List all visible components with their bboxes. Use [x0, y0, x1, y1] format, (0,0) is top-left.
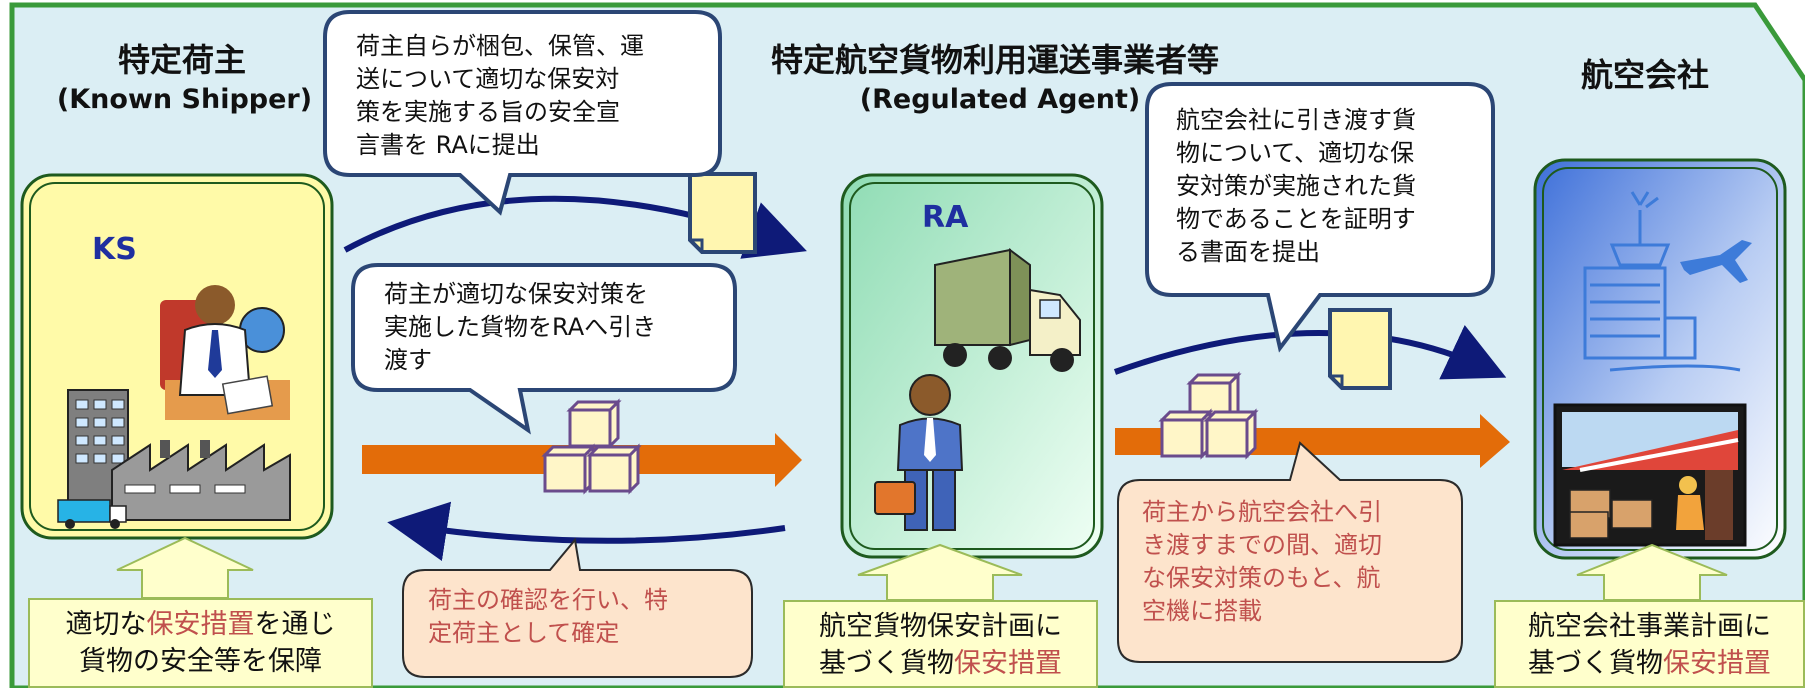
- airplane-loading-illustration: [1553, 403, 1747, 547]
- bubble-line: 荷主が適切な保安対策を: [384, 280, 648, 308]
- bubble-line: 策を実施する旨の安全宣: [356, 98, 620, 126]
- note-line: な保安対策のもと、航: [1142, 564, 1381, 592]
- bubble-line: る書面を提出: [1176, 238, 1320, 266]
- ks-bottom-part2: を通じ: [254, 609, 336, 640]
- note-line: 荷主から航空会社へ引: [1142, 498, 1382, 526]
- ks-bottom-highlight: 保安措置: [146, 609, 255, 640]
- airline-bottom-line1: 航空会社事業計画に: [1528, 611, 1771, 642]
- ks-bottom-part1: 適切な: [65, 609, 147, 640]
- bubble-line: 実施した貨物をRAへ引き: [384, 313, 657, 341]
- airline-bottom-highlight: 保安措置: [1663, 648, 1771, 679]
- ks-box-label: KS: [92, 232, 137, 267]
- bubble-line: 送について適切な保安対: [356, 65, 620, 93]
- shipper-person-illustration: [160, 285, 290, 420]
- bubble-declaration-shape: [323, 10, 722, 216]
- ra-person-illustration: [874, 374, 964, 531]
- note-line: 定荷主として確定: [428, 619, 620, 647]
- plane-icon: [1680, 240, 1752, 283]
- ra-bottom-line1: 航空貨物保安計画に: [819, 611, 1062, 642]
- airport-illustration: [1583, 191, 1741, 372]
- bubble-line: 荷主自らが梱包、保管、運: [356, 32, 644, 60]
- bubble-certificate-text: 航空会社に引き渡す貨 物について、適切な保 安対策が実施された貨 物であることを…: [1176, 104, 1416, 269]
- note-line: き渡すまでの間、適切: [1142, 531, 1382, 559]
- arrow-ra-to-ks: [387, 501, 786, 562]
- ra-bottom-line2: 基づく貨物保安措置: [785, 645, 1096, 682]
- ra-subtitle: (Regulated Agent): [859, 84, 1141, 115]
- note-line: 荷主の確認を行い、特: [428, 586, 668, 614]
- ks-title: 特定荷主: [117, 41, 246, 79]
- bubble-line: 言書を RAに提出: [356, 131, 540, 159]
- document-icon-2: [1328, 308, 1392, 390]
- up-arrow-ra: [857, 543, 1023, 601]
- up-arrow-airline: [1576, 543, 1728, 601]
- bubble-line: 物であることを証明す: [1176, 205, 1416, 233]
- shipper-factory-illustration: [57, 389, 291, 529]
- truck-illustration: [934, 248, 1081, 372]
- airline-bottom-prefix: 基づく貨物: [1528, 648, 1663, 679]
- document-icon-1: [688, 172, 757, 254]
- ra-bottom-highlight: 保安措置: [954, 648, 1062, 679]
- up-arrow-ks: [116, 536, 254, 599]
- note-line: 空機に搭載: [1142, 597, 1262, 625]
- cargo-boxes-2: [1158, 371, 1259, 460]
- bubble-line: 安対策が実施された貨: [1176, 172, 1416, 200]
- airline-bottom-note: 航空会社事業計画に 基づく貨物保安措置: [1494, 600, 1805, 688]
- note-loading-text: 荷主から航空会社へ引 き渡すまでの間、適切 な保安対策のもと、航 空機に搭載: [1142, 496, 1382, 628]
- note-loading-shape: [1117, 441, 1463, 663]
- ks-bottom-line1: 適切な保安措置を通じ: [30, 606, 371, 643]
- ra-bottom-note: 航空貨物保安計画に 基づく貨物保安措置: [783, 600, 1098, 688]
- bubble-handover-shape: [351, 263, 737, 435]
- ra-box-label: RA: [922, 200, 969, 235]
- bubble-line: 物について、適切な保: [1176, 139, 1415, 167]
- ra-title: 特定航空貨物利用運送事業者等: [770, 41, 1219, 79]
- bubble-handover-text: 荷主が適切な保安対策を 実施した貨物をRAへ引き 渡す: [384, 278, 656, 377]
- ra-bottom-prefix: 基づく貨物: [819, 648, 954, 679]
- ks-subtitle: (Known Shipper): [56, 84, 313, 115]
- ks-bottom-line2: 貨物の安全等を保障: [79, 646, 322, 677]
- airline-bottom-line2: 基づく貨物保安措置: [1496, 645, 1803, 682]
- arrow-ra-to-airline: [1113, 325, 1507, 380]
- bubble-certificate-shape: [1145, 82, 1495, 353]
- note-confirmation-text: 荷主の確認を行い、特 定荷主として確定: [428, 584, 668, 650]
- airline-title: 航空会社: [1580, 56, 1709, 94]
- bubble-declaration-text: 荷主自らが梱包、保管、運 送について適切な保安対 策を実施する旨の安全宣 言書を…: [356, 30, 644, 162]
- ks-bottom-note: 適切な保安措置を通じ 貨物の安全等を保障: [28, 598, 373, 688]
- bubble-line: 渡す: [384, 346, 432, 374]
- note-confirmation-shape: [402, 537, 753, 678]
- cargo-boxes-1: [541, 398, 642, 495]
- bubble-line: 航空会社に引き渡す貨: [1176, 106, 1416, 134]
